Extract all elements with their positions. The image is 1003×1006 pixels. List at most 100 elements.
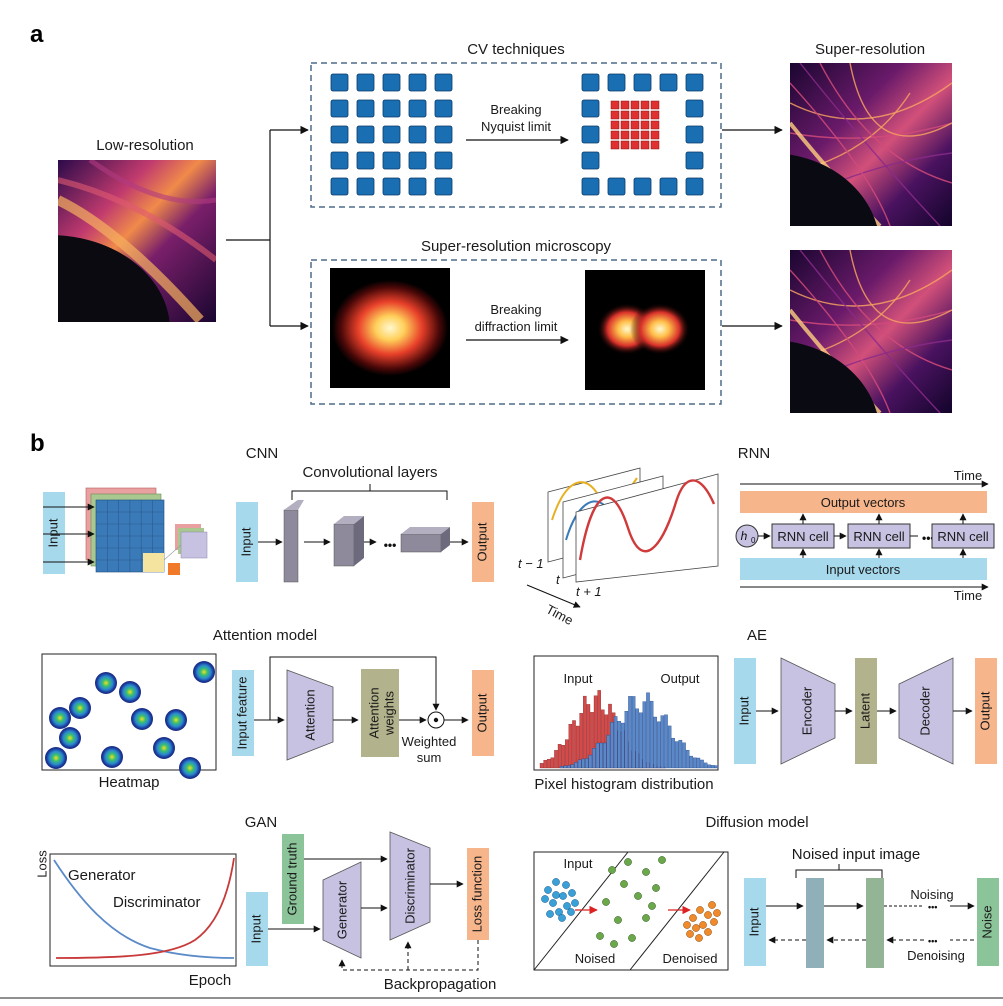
histogram-bar-output: [657, 721, 661, 769]
histogram-bar-output: [610, 721, 614, 769]
diffusion-dots-top: •••: [928, 902, 937, 912]
rnn-t: t: [556, 572, 561, 587]
coarse-pixel: [581, 177, 600, 196]
gan-loss-function-box: [467, 848, 489, 940]
input-dot: [559, 892, 567, 900]
fiber-strand: [790, 269, 952, 307]
diffusion-dots-bottom: •••: [928, 936, 937, 946]
cnn-conv-blocks: •••: [258, 500, 469, 583]
diffusion-divider-2: [629, 851, 725, 971]
gan-discriminator-curve: [55, 857, 235, 959]
histogram-bar-output: [624, 711, 629, 769]
rnn-output-vectors: Output vectors: [821, 495, 906, 510]
cnn-input-label: Input: [45, 518, 60, 547]
ae-latent: Latent: [857, 693, 872, 730]
coarse-pixel: [330, 125, 349, 144]
rnn-cell-2: RNN cell: [853, 529, 904, 544]
heatmap-blob: [49, 707, 71, 729]
cnn-title: CNN: [246, 445, 279, 462]
histogram-bar-output: [639, 712, 643, 769]
gan-generator-curve: [53, 859, 235, 959]
srm-title: Super-resolution microscopy: [421, 238, 612, 255]
histogram-bar-output: [682, 742, 686, 769]
histogram-bar-output: [567, 765, 571, 769]
fiber-strand: [790, 269, 891, 413]
att-weights-1: Attention: [366, 687, 381, 738]
gan-backprop: Backpropagation: [384, 976, 497, 993]
diffusion-noised-label: Noised: [575, 951, 615, 966]
histogram-bar-input: [561, 744, 565, 769]
coarse-pixel: [607, 73, 626, 92]
heatmap-blob: [101, 746, 123, 768]
histogram-bar-output: [631, 696, 636, 769]
input-dot: [562, 881, 570, 889]
ae-flow: Encoder Latent Decoder: [756, 657, 973, 765]
histogram-bar-input: [565, 739, 569, 769]
fine-pixel: [650, 140, 660, 150]
histogram-bar-output: [592, 748, 596, 769]
heatmap-blob: [165, 709, 187, 731]
branch-arrows-a: [226, 125, 783, 331]
noised-dot: [642, 914, 650, 922]
coarse-pixel: [607, 177, 626, 196]
ae-encoder: Encoder: [799, 686, 814, 735]
hist-output-label: Output: [660, 671, 699, 686]
diffusion-frame: [533, 851, 729, 971]
fine-pixel: [650, 100, 660, 110]
histogram-bar-output: [585, 758, 589, 769]
cnn-input-box: [236, 502, 258, 582]
diffusion-denoising: Denoising: [907, 948, 965, 963]
histogram-bar-output: [635, 708, 639, 769]
coarse-pixel: [685, 177, 704, 196]
coarse-pixel: [408, 73, 427, 92]
histogram-bar-output: [649, 700, 654, 769]
histogram-bar-input: [557, 744, 562, 769]
ae-input: Input: [736, 696, 751, 725]
histogram-bar-output: [621, 722, 625, 769]
att-weighted-1: Weighted: [402, 734, 457, 749]
coarse-pixel: [356, 177, 375, 196]
histogram-bar-output: [711, 765, 715, 769]
diffusion-flow: ••• •••: [766, 878, 975, 968]
fine-pixel: [630, 100, 640, 110]
rnn-dots: •••: [922, 531, 935, 545]
cnn-output-label: Output: [474, 522, 489, 561]
noised-dot: [648, 902, 656, 910]
gan-ground-truth-box: [282, 834, 304, 924]
histogram-bar-input: [547, 759, 551, 769]
heatmap-blob: [95, 672, 117, 694]
coarse-pixel: [356, 125, 375, 144]
dark-cell-region: [790, 154, 877, 226]
coarse-pixel: [434, 99, 453, 118]
histogram-bar-input: [554, 750, 558, 769]
fine-pixel: [630, 120, 640, 130]
psf-resolved: [585, 270, 705, 390]
fine-pixel-grid: [610, 100, 660, 150]
cv-frame: [310, 62, 722, 208]
denoised-dot: [695, 934, 703, 942]
gan-flow: Generator Discriminator: [268, 831, 479, 971]
fine-pixel: [620, 100, 630, 110]
coarse-pixel: [356, 99, 375, 118]
fine-pixel: [650, 130, 660, 140]
rnn-h0-sub: 0: [751, 536, 756, 545]
denoised-dot: [704, 911, 712, 919]
heatmap-blob: [153, 737, 175, 759]
hist-caption: Pixel histogram distribution: [534, 776, 713, 793]
histogram-bar-output: [599, 742, 603, 769]
histogram-bar-output: [603, 742, 607, 769]
heatmap-blob: [179, 757, 201, 779]
histogram-bar-output: [617, 721, 621, 769]
att-input-feature-box: [232, 670, 254, 756]
att-input-feature: Input feature: [234, 677, 249, 750]
denoised-dot: [699, 921, 707, 929]
heatmap-blob: [45, 747, 67, 769]
denoised-dot: [692, 924, 700, 932]
coarse-pixel: [382, 99, 401, 118]
cv-arrow-label-1: Breaking: [490, 102, 541, 117]
histogram-bar-input: [543, 759, 547, 769]
histogram-bar-output: [700, 759, 704, 769]
noised-dot: [610, 940, 618, 948]
diffusion-dots: [541, 856, 721, 948]
